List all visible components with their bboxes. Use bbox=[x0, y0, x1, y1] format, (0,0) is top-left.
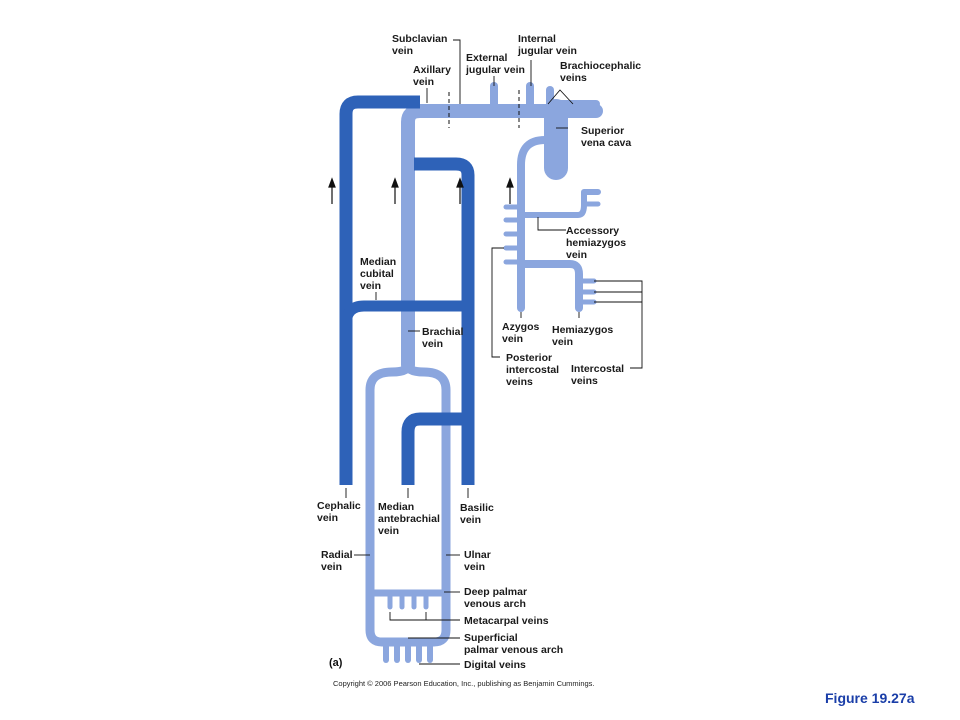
label-superficial-palmar-venous-arch: Superficial palmar venous arch bbox=[464, 632, 563, 656]
label-posterior-intercostal-veins: Posterior intercostal veins bbox=[506, 352, 562, 388]
label-metacarpal-veins: Metacarpal veins bbox=[464, 615, 549, 627]
label-external-jugular-vein: External jugular vein bbox=[465, 52, 525, 76]
label-brachial-vein: Brachial vein bbox=[422, 326, 466, 350]
azygos-vein bbox=[517, 136, 549, 312]
label-brachiocephalic-veins: Brachiocephalic veins bbox=[560, 60, 644, 84]
label-ulnar-vein: Ulnar vein bbox=[464, 549, 494, 573]
median-cubital-vein bbox=[340, 300, 468, 326]
leader-lines bbox=[345, 39, 643, 665]
hemiazygos-vein bbox=[517, 260, 583, 312]
label-axillary-vein: Axillary vein bbox=[413, 64, 454, 88]
label-cephalic-vein: Cephalic vein bbox=[317, 500, 364, 524]
label-internal-jugular-vein: Internal jugular vein bbox=[517, 33, 577, 57]
label-superior-vena-cava: Superior vena cava bbox=[581, 125, 631, 149]
boundary-lines bbox=[448, 90, 520, 128]
copyright-notice: Copyright © 2006 Pearson Education, Inc.… bbox=[333, 679, 595, 688]
basilic-vein bbox=[414, 157, 475, 485]
label-accessory-hemiazygos-vein: Accessory hemiazygos vein bbox=[566, 225, 629, 261]
median-antebrachial-vein bbox=[401, 412, 468, 485]
label-digital-veins: Digital veins bbox=[464, 659, 526, 671]
flow-arrows bbox=[328, 177, 514, 204]
label-hemiazygos-vein: Hemiazygos vein bbox=[552, 324, 616, 348]
label-median-cubital-vein: Median cubital vein bbox=[360, 256, 399, 292]
axillary-subclavian-vein bbox=[401, 104, 603, 372]
label-basilic-vein: Basilic vein bbox=[460, 502, 497, 526]
cephalic-vein bbox=[339, 95, 420, 485]
label-subclavian-vein: Subclavian vein bbox=[392, 33, 450, 57]
superficial-veins bbox=[339, 95, 475, 485]
label-radial-vein: Radial vein bbox=[321, 549, 355, 573]
panel-label: (a) bbox=[329, 657, 343, 669]
label-median-antebrachial-vein: Median antebrachial vein bbox=[378, 501, 443, 537]
label-deep-palmar-venous-arch: Deep palmar venous arch bbox=[464, 586, 530, 610]
label-azygos-vein: Azygos vein bbox=[502, 321, 542, 345]
figure-caption: Figure 19.27a bbox=[825, 690, 915, 706]
deep-veins bbox=[365, 82, 603, 663]
labels: Subclavian vein Internal jugular vein Ex… bbox=[317, 33, 644, 671]
label-intercostal-veins: Intercostal veins bbox=[571, 363, 627, 387]
